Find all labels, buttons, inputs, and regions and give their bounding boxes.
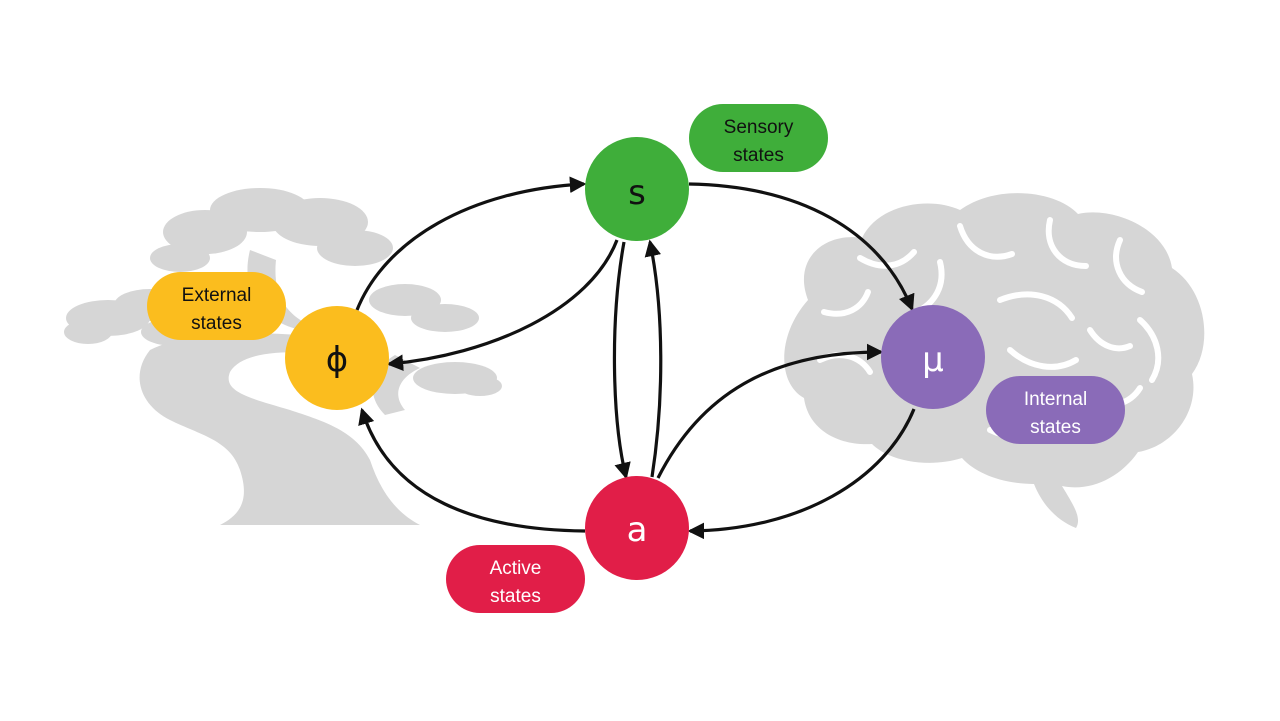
node-sensory-symbol: s [628,173,646,213]
label-active-line2: states [490,586,541,607]
edge-active-to-sensory [644,239,663,478]
node-external-circle [285,306,389,410]
node-sensory-circle [585,137,689,241]
node-active-symbol: a [627,510,648,550]
node-active-circle [585,476,689,580]
label-external-line1: External [182,285,252,306]
edge-active-to-external [358,407,586,533]
label-active-line1: Active [490,558,542,579]
edge-internal-to-active [687,408,916,540]
node-internal-circle [881,305,985,409]
label-internal-pill [986,376,1125,444]
label-sensory-states: Sensory states [689,104,828,172]
label-internal-line2: states [1030,417,1081,438]
label-external-states: External states [147,272,286,340]
node-internal-symbol: μ [922,340,944,380]
edge-external-to-sensory [355,176,587,311]
node-active: a [585,476,689,580]
edge-sensory-to-internal [688,182,915,312]
node-external: ϕ [285,306,389,410]
edge-active-to-internal [656,343,884,479]
label-internal-line1: Internal [1024,389,1087,410]
label-sensory-pill [689,104,828,172]
edges [355,176,916,540]
label-internal-states: Internal states [986,376,1125,444]
node-external-symbol: ϕ [326,340,348,380]
label-sensory-line2: states [733,145,784,166]
node-internal: μ [881,305,985,409]
label-sensory-line1: Sensory [724,117,794,138]
edge-sensory-to-active [612,241,631,480]
brain-silhouette [784,193,1205,528]
node-sensory: s [585,137,689,241]
label-active-states: Active states [446,545,585,613]
label-external-line2: states [191,313,242,334]
edge-sensory-to-external [386,239,619,372]
label-active-pill [446,545,585,613]
label-external-pill [147,272,286,340]
